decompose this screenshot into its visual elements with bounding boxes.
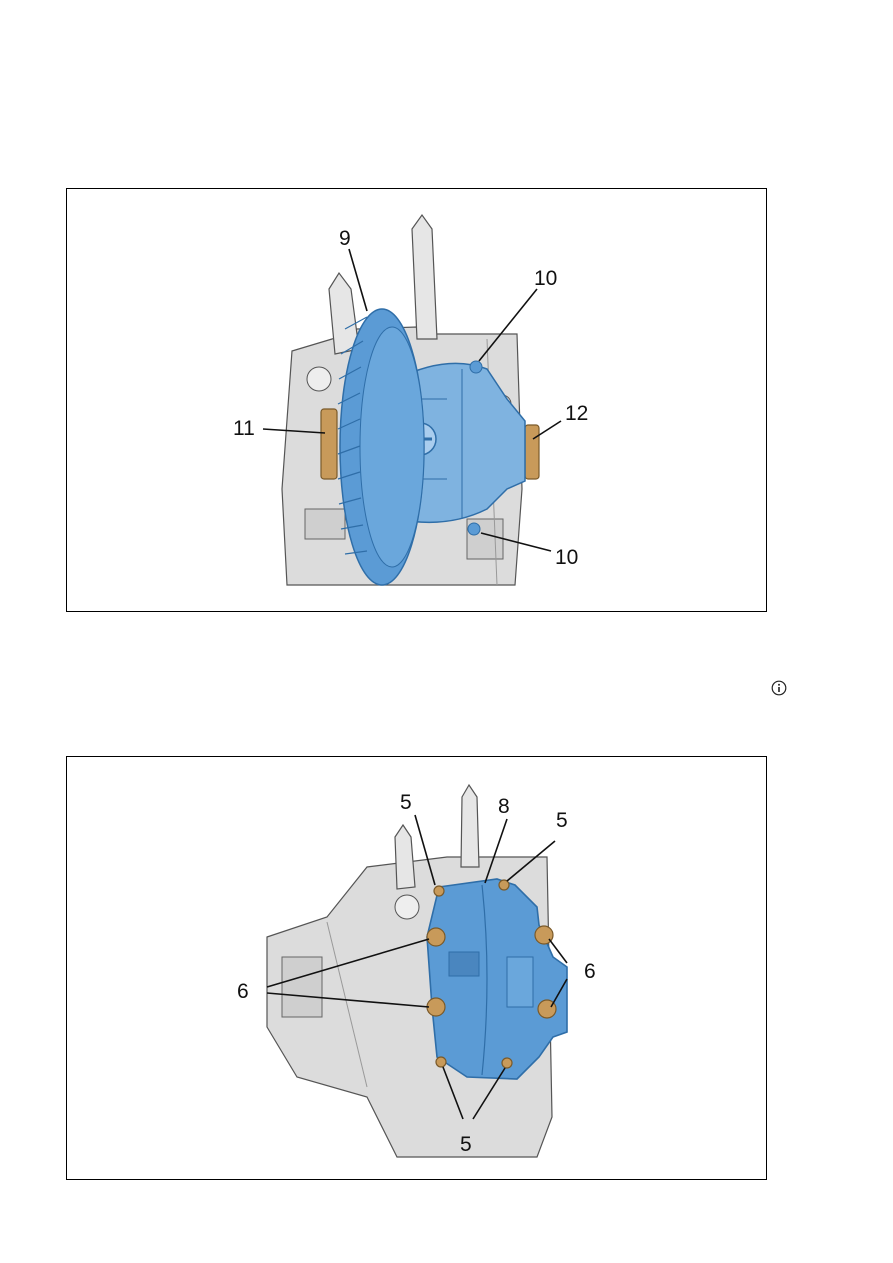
bolt-6-left-lower — [426, 997, 446, 1017]
differential-illustration: 9 10 12 11 10 — [233, 213, 588, 586]
figure-differential-cover: 5 8 5 6 6 5 — [66, 756, 767, 1180]
callout-12: 12 — [565, 402, 588, 425]
info-circle-icon[interactable] — [771, 680, 787, 696]
callout-10-bottom: 10 — [555, 546, 578, 569]
callout-5-bottom: 5 — [460, 1133, 472, 1156]
bearing-left — [320, 408, 338, 480]
dowel-top — [469, 360, 483, 374]
bolt-5-bottom-right — [501, 1057, 513, 1069]
crown-gear — [337, 308, 425, 586]
dowel-bottom — [467, 522, 481, 536]
cover-illustration: 5 8 5 6 6 5 — [237, 783, 596, 1158]
bolt-5-top-right — [498, 879, 510, 891]
figure-differential: 9 10 12 11 10 — [66, 188, 767, 612]
callout-5-top-left: 5 — [400, 791, 412, 814]
differential-cover — [426, 878, 568, 1080]
bolt-6-left-upper — [426, 927, 446, 947]
bolt-6-right-lower — [537, 999, 557, 1019]
bearing-right — [524, 424, 540, 480]
callout-6-left: 6 — [237, 980, 249, 1003]
callout-5-top-right: 5 — [556, 809, 568, 832]
callout-10-top: 10 — [534, 267, 557, 290]
callout-11: 11 — [233, 417, 255, 440]
callout-9: 9 — [339, 227, 351, 250]
bolt-5-bottom-left — [435, 1056, 447, 1068]
bolt-5-top-left — [433, 885, 445, 897]
callout-6-right: 6 — [584, 960, 596, 983]
callout-8: 8 — [498, 795, 510, 818]
